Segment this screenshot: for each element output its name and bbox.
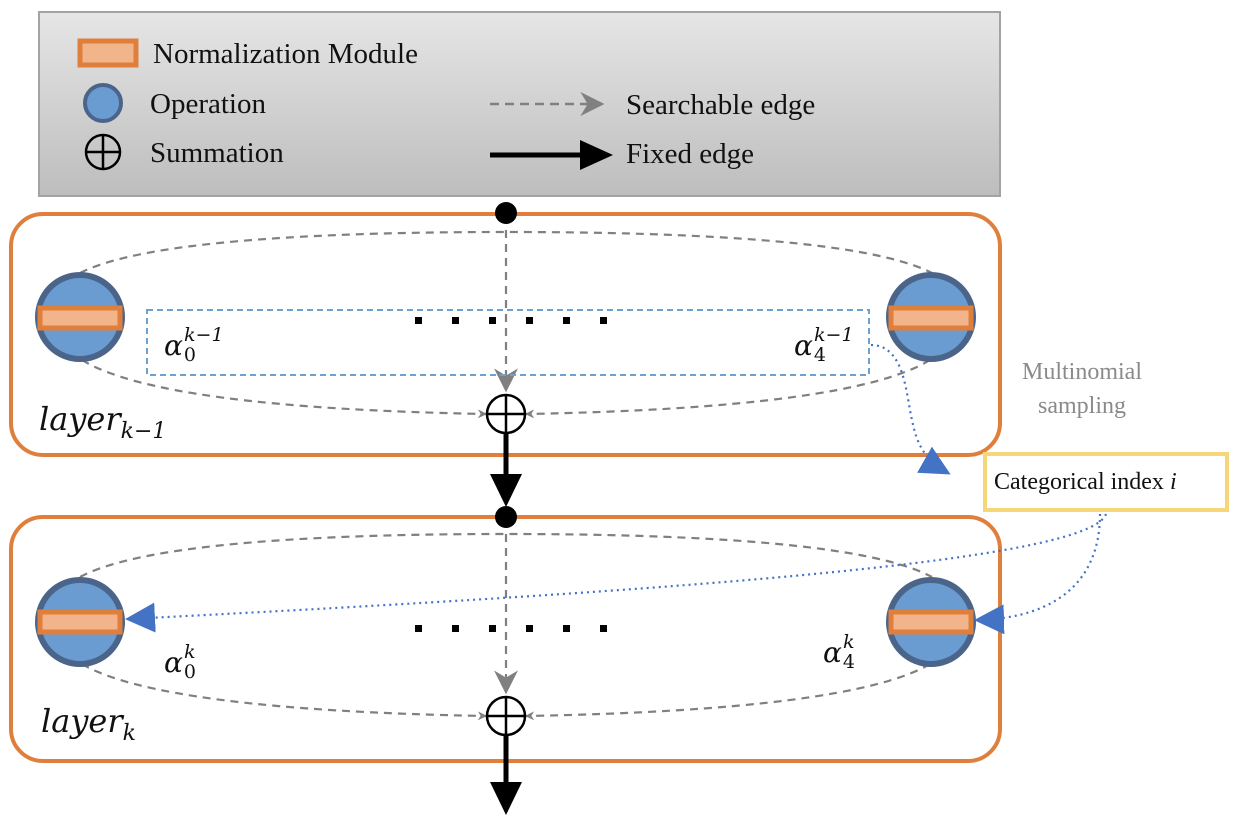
alpha-right-label: α4k xyxy=(823,631,855,673)
legend-box xyxy=(38,11,1001,197)
sampling-label-line1: Multinomial xyxy=(1022,359,1142,385)
normalization-module xyxy=(888,305,974,331)
normalization-module xyxy=(37,609,123,635)
searchable-edge-right xyxy=(525,359,931,419)
alpha-right-label: α4k−1 xyxy=(794,324,854,366)
alpha-box xyxy=(146,309,870,376)
summation-node xyxy=(485,393,527,435)
categorical-box xyxy=(983,452,1229,512)
operation-node-right xyxy=(886,272,976,362)
operation-node-left xyxy=(35,577,125,667)
dispatch-arrow-left xyxy=(125,513,1108,633)
normalization-module-icon xyxy=(77,38,139,68)
normalization-module xyxy=(37,305,123,331)
ellipsis xyxy=(415,625,607,632)
layer-k: α0k α4k layerk xyxy=(9,506,1002,763)
legend-summation-label: Summation xyxy=(150,137,284,169)
fixed-edge-arrowhead xyxy=(490,474,522,507)
layer-label: layerk−1 xyxy=(39,400,166,444)
legend-fixed-label: Fixed edge xyxy=(626,138,754,170)
categorical-label: Categorical index i xyxy=(994,469,1177,495)
legend-normalization-label: Normalization Module xyxy=(153,38,418,70)
searchable-edge-right xyxy=(525,663,931,721)
sampling-label-line2: sampling xyxy=(1038,393,1126,419)
multinomial-sampling: Multinomial sampling xyxy=(870,343,1142,475)
legend-operation-label: Operation xyxy=(150,88,266,120)
operation-node-left xyxy=(35,272,125,362)
sampling-arrow xyxy=(870,343,951,475)
searchable-edge-left xyxy=(81,663,487,721)
layer-label: layerk xyxy=(41,702,136,746)
legend: Normalization Module Operation Summation… xyxy=(38,11,1001,197)
operation-icon xyxy=(83,83,123,123)
alpha-left-label: α0k xyxy=(164,641,196,683)
legend-searchable-label: Searchable edge xyxy=(626,89,815,121)
searchable-edge-left xyxy=(81,359,487,419)
summation-node xyxy=(485,695,527,737)
ellipsis xyxy=(415,317,607,324)
alpha-left-label: α0k−1 xyxy=(164,324,224,366)
fixed-edge-arrowhead xyxy=(490,782,522,815)
normalization-module xyxy=(888,609,974,635)
input-node xyxy=(495,506,517,528)
layer-k-minus-1: α0k−1 α4k−1 layerk−1 xyxy=(9,202,1002,457)
operation-node-right xyxy=(886,577,976,667)
categorical-index: Categorical index i xyxy=(983,452,1229,512)
fixed-edge-arrowhead xyxy=(580,140,613,170)
input-node xyxy=(495,202,517,224)
dispatch-arrow-right xyxy=(974,513,1102,635)
summation-icon xyxy=(84,133,122,171)
